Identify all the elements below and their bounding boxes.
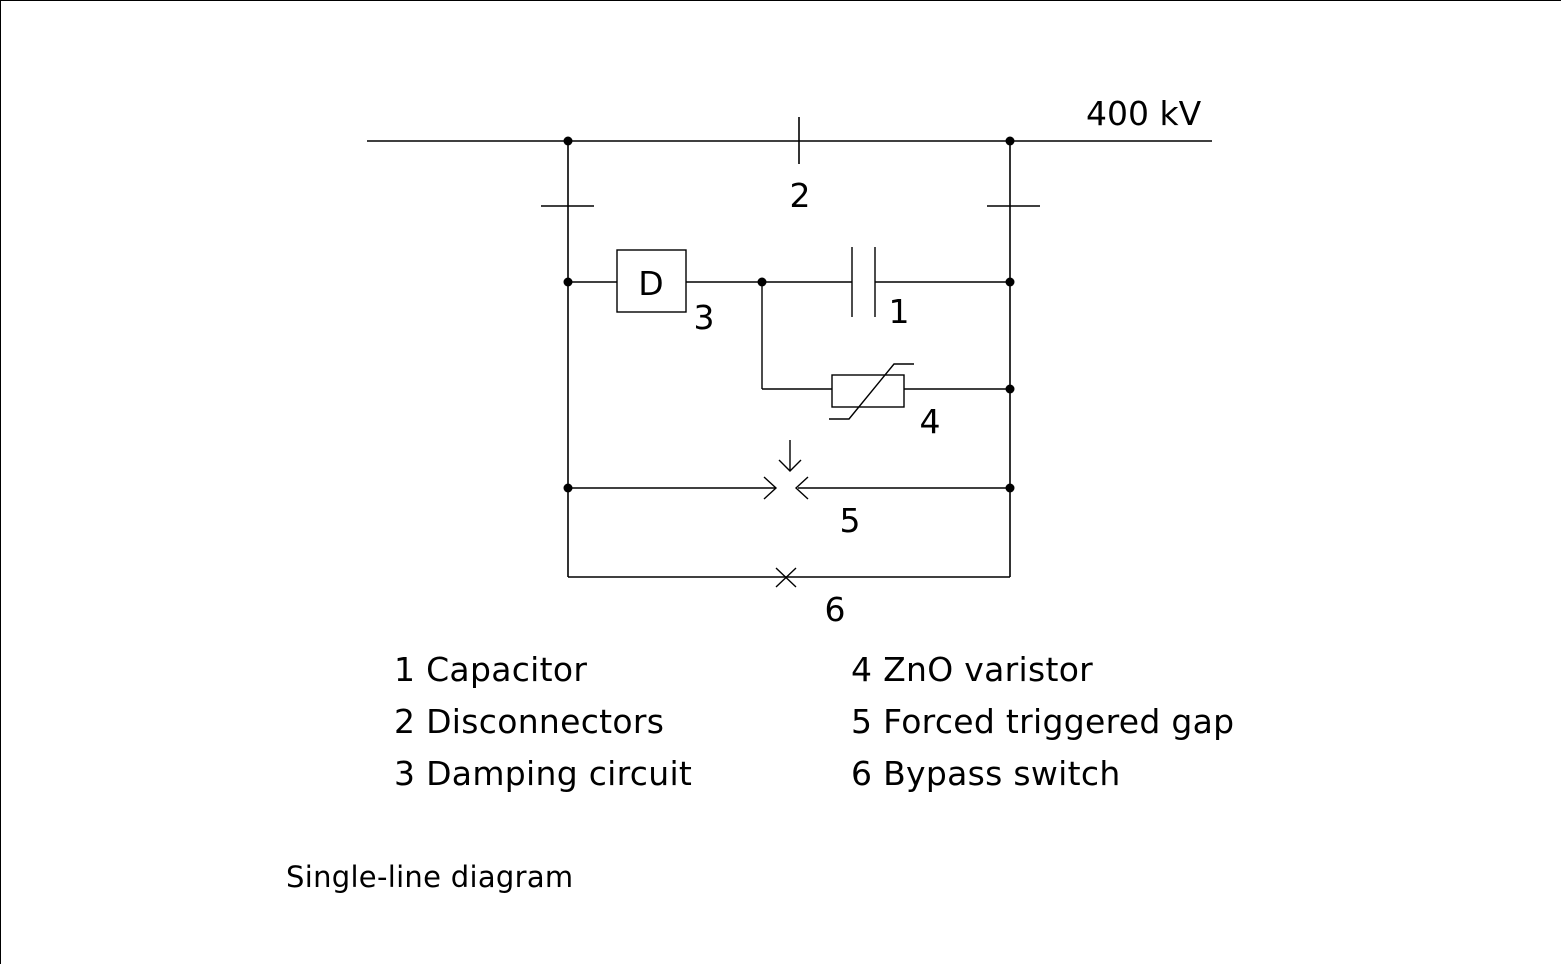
label-gap-number: 5 (840, 501, 861, 540)
junction-node (563, 483, 573, 493)
junction-nodes (563, 136, 1015, 493)
damping-box-label: D (638, 264, 663, 303)
label-bypass-number: 6 (825, 590, 846, 629)
junction-node (1005, 277, 1015, 287)
junction-node (1005, 483, 1015, 493)
triggered-gap-symbol (568, 440, 1010, 500)
legend-item-zno-varistor: 4 ZnO varistor (851, 650, 1094, 689)
bypass-switch-symbol (568, 567, 1010, 588)
legend-column-2: 4 ZnO varistor 5 Forced triggered gap 6 … (851, 644, 1234, 800)
legend-column-1: 1 Capacitor 2 Disconnectors 3 Damping ci… (394, 644, 692, 800)
varistor-symbol (761, 282, 1010, 420)
label-disconnector-number: 2 (790, 176, 811, 215)
figure-caption: Single-line diagram (286, 860, 574, 894)
junction-node (563, 136, 573, 146)
junction-node (1005, 136, 1015, 146)
damping-circuit-symbol (568, 249, 762, 313)
voltage-label: 400 kV (1086, 94, 1202, 133)
junction-node (563, 277, 573, 287)
legend-item-capacitor: 1 Capacitor (394, 650, 588, 689)
legend-item-disconnectors: 2 Disconnectors (394, 702, 665, 741)
junction-node (757, 277, 767, 287)
label-varistor-number: 4 (920, 402, 941, 441)
capacitor-symbol (762, 247, 1010, 317)
label-capacitor-number: 1 (889, 292, 910, 331)
legend-item-bypass-switch: 6 Bypass switch (851, 754, 1121, 793)
legend-item-forced-triggered-gap: 5 Forced triggered gap (851, 702, 1235, 741)
label-damping-number: 3 (694, 298, 715, 337)
junction-node (1005, 384, 1015, 394)
legend-item-damping-circuit: 3 Damping circuit (394, 754, 693, 793)
